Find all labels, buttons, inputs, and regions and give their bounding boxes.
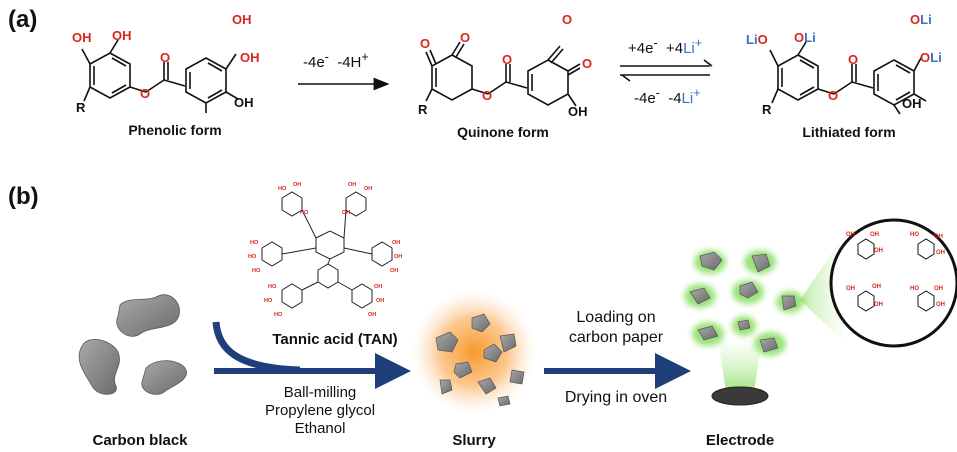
tannic-acid-caption: Tannic acid (TAN) <box>272 331 398 348</box>
atom-oh: OH <box>240 50 260 65</box>
atom-o: O <box>848 52 859 67</box>
svg-text:HO: HO <box>250 240 259 246</box>
quinone-form-caption: Quinone form <box>457 124 549 140</box>
electrode-particles <box>684 250 804 356</box>
svg-text:OH: OH <box>293 182 301 188</box>
panel-b-label: (b) <box>8 183 39 210</box>
zoom-molecules <box>857 238 935 312</box>
carbon-black-particles <box>78 294 187 395</box>
condition-line: Ball-milling <box>283 384 357 401</box>
atom-o: O <box>562 12 573 27</box>
svg-text:OH: OH <box>934 234 943 240</box>
ball-milling-conditions: Ball-milling Propylene glycol Ethanol <box>240 384 400 438</box>
svg-text:HO: HO <box>264 298 273 304</box>
slurry-particles <box>435 313 525 407</box>
delithiation-label: -4e- -4Li+ <box>634 86 701 107</box>
loading-line: carbon paper <box>568 329 664 346</box>
svg-text:HO: HO <box>300 210 309 216</box>
svg-text:OH: OH <box>364 186 372 192</box>
svg-text:OH: OH <box>936 250 945 256</box>
svg-text:OH: OH <box>376 298 384 304</box>
atom-oli: OLi <box>910 12 932 27</box>
atom-o: O <box>460 30 471 45</box>
atom-o: O <box>502 52 513 67</box>
svg-text:HO: HO <box>910 232 919 238</box>
svg-text:OH: OH <box>870 232 879 238</box>
phenolic-molecule <box>81 39 239 113</box>
svg-text:HO: HO <box>910 286 919 292</box>
lithiated-form-caption: Lithiated form <box>802 124 896 140</box>
carbon-black-caption: Carbon black <box>92 432 188 449</box>
svg-text:HO: HO <box>278 186 287 192</box>
svg-text:OH: OH <box>846 286 855 292</box>
svg-text:OH: OH <box>342 210 350 216</box>
panel-a-label: (a) <box>8 6 38 33</box>
svg-text:OH: OH <box>934 286 943 292</box>
svg-text:OH: OH <box>390 268 398 274</box>
carbon-paper-disc <box>711 386 769 406</box>
lithiated-molecule <box>769 41 927 115</box>
svg-text:HO: HO <box>274 312 283 318</box>
svg-text:OH: OH <box>394 254 402 260</box>
atom-oh: OH <box>112 28 132 43</box>
atom-o: O <box>420 36 431 51</box>
svg-text:OH: OH <box>368 312 376 318</box>
atom-oh: OH <box>72 30 92 45</box>
phenolic-form-caption: Phenolic form <box>128 122 222 138</box>
atom-o: O <box>582 56 593 71</box>
atom-oli: OLi <box>794 30 816 45</box>
atom-r: R <box>418 102 428 117</box>
electrode-caption: Electrode <box>705 432 775 449</box>
atom-lio: LiO <box>746 32 768 47</box>
atom-r: R <box>762 102 772 117</box>
zoom-oh-labels: OH OH OH HO OH OH OH OH OH HO OH OH <box>846 232 945 308</box>
slurry-caption: Slurry <box>452 432 496 449</box>
loading-label: Loading on carbon paper <box>546 308 686 348</box>
svg-text:OH: OH <box>874 248 883 254</box>
electrode-beam <box>718 340 762 392</box>
svg-text:OH: OH <box>936 302 945 308</box>
svg-text:OH: OH <box>392 240 400 246</box>
atom-oli: OLi <box>920 50 942 65</box>
atom-oh: OH <box>568 104 588 119</box>
svg-text:HO: HO <box>248 254 257 260</box>
svg-text:OH: OH <box>348 182 356 188</box>
condition-line: Ethanol <box>294 420 346 437</box>
svg-text:OH: OH <box>874 302 883 308</box>
quinone-molecule <box>425 41 581 107</box>
zoom-cone <box>800 238 842 340</box>
zoom-circle <box>829 218 957 348</box>
atom-oh: OH <box>234 95 254 110</box>
atom-r: R <box>76 100 86 115</box>
atom-o: O <box>482 88 493 103</box>
svg-text:OH: OH <box>872 284 881 290</box>
tannic-acid-oh-groups: HO OH HO OH OH OH HO HO HO OH OH OH HO HO HO OH OH O… <box>248 182 402 318</box>
atom-o: O <box>160 50 171 65</box>
oxidation-label: -4e- -4H+ <box>303 50 369 71</box>
atom-o: O <box>140 86 151 101</box>
drying-label: Drying in oven <box>564 389 668 406</box>
loading-line: Loading on <box>576 309 656 326</box>
svg-text:HO: HO <box>268 284 277 290</box>
atom-oh: OH <box>232 12 252 27</box>
reversible-arrows <box>620 59 713 82</box>
tannic-acid-molecule <box>261 191 393 309</box>
condition-line: Propylene glycol <box>264 402 376 419</box>
svg-text:OH: OH <box>374 284 382 290</box>
lithiation-label: +4e- +4Li+ <box>628 36 703 57</box>
svg-text:OH: OH <box>846 232 855 238</box>
atom-oh: OH <box>902 96 922 111</box>
atom-o: O <box>828 88 839 103</box>
svg-text:HO: HO <box>252 268 261 274</box>
slurry-glow <box>412 290 536 414</box>
